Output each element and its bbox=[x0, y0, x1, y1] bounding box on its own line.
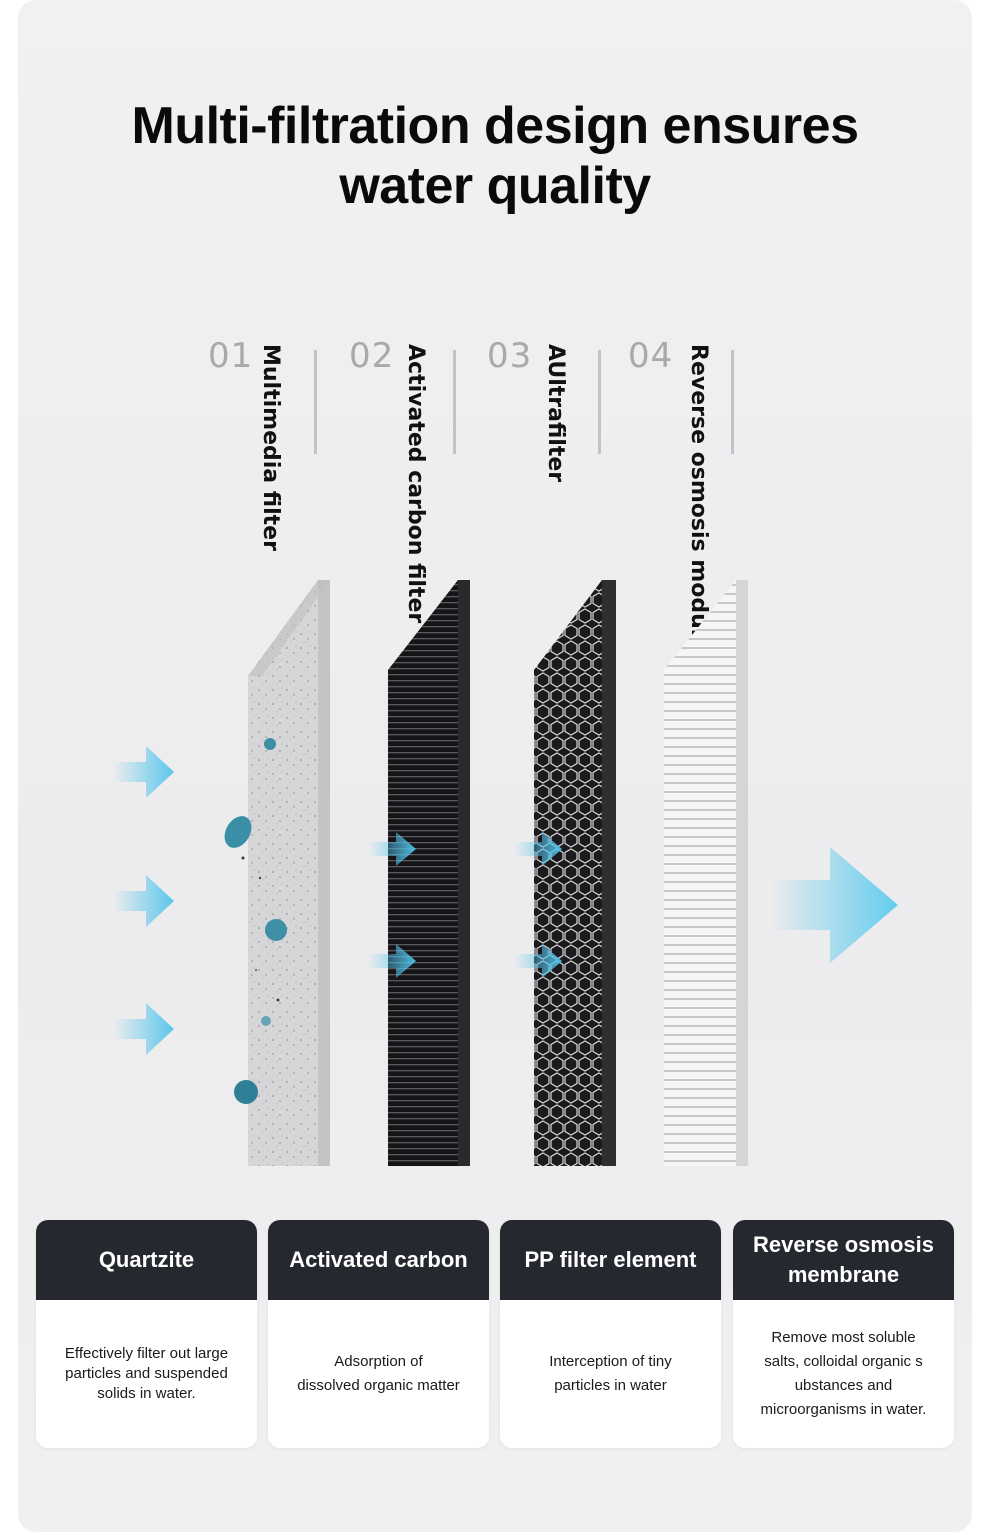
card-desc-line: particles and suspended bbox=[65, 1365, 228, 1382]
headline-line-1: Multi-filtration design ensures bbox=[131, 97, 860, 155]
ultrafilter-layer bbox=[534, 580, 616, 1166]
activated-carbon-layer bbox=[388, 580, 470, 1166]
card-quartzite: Quartzite Effectively filter out large p… bbox=[36, 1220, 257, 1448]
flow-arrows-ultrafilter bbox=[514, 832, 562, 978]
card-title: PP filter element bbox=[500, 1220, 721, 1300]
layer-number-04: 04 bbox=[628, 336, 674, 376]
card-description: Interception of tiny particles in water bbox=[500, 1300, 721, 1448]
card-desc-line: Adsorption of bbox=[334, 1353, 423, 1370]
card-reverse-osmosis: Reverse osmosis membrane Remove most sol… bbox=[733, 1220, 954, 1448]
flow-arrows-carbon bbox=[368, 832, 416, 978]
card-desc-line: solids in water. bbox=[97, 1385, 196, 1402]
layer-divider-02 bbox=[453, 350, 456, 454]
inflow-arrows bbox=[113, 746, 174, 1055]
layer-divider-03 bbox=[598, 350, 601, 454]
card-desc-line: salts, colloidal organic s bbox=[764, 1353, 923, 1370]
filter-layers-illustration bbox=[113, 580, 898, 1166]
layer-number-03: 03 bbox=[487, 336, 533, 376]
card-desc-line: ubstances and bbox=[794, 1377, 893, 1394]
card-desc-line: dissolved organic matter bbox=[297, 1377, 460, 1394]
reverse-osmosis-layer bbox=[664, 580, 748, 1166]
card-title-line: Reverse osmosis bbox=[753, 1232, 934, 1257]
card-desc-line: particles in water bbox=[554, 1377, 667, 1394]
layer-label-reverse-osmosis: Reverse osmosis module bbox=[686, 344, 711, 652]
layer-label-activated-carbon: Activated carbon filter bbox=[403, 344, 428, 624]
card-description: Adsorption of dissolved organic matter bbox=[268, 1300, 489, 1448]
headline-line-2: water quality bbox=[339, 157, 651, 215]
card-desc-line: Remove most soluble bbox=[771, 1329, 916, 1346]
card-activated-carbon: Activated carbon Adsorption of dissolved… bbox=[268, 1220, 489, 1448]
layer-number-02: 02 bbox=[349, 336, 395, 376]
quartzite-layer bbox=[248, 580, 330, 1166]
contaminant-particles bbox=[224, 738, 287, 1104]
page: Multi-filtration design ensures water qu… bbox=[18, 0, 972, 1532]
layer-label-multimedia: Multimedia filter bbox=[258, 344, 283, 551]
filter-cards: Quartzite Effectively filter out large p… bbox=[36, 1220, 956, 1450]
card-title: Activated carbon bbox=[268, 1220, 489, 1300]
card-title: Quartzite bbox=[36, 1220, 257, 1300]
card-desc-line: microorganisms in water. bbox=[760, 1401, 927, 1418]
card-desc-line: Interception of tiny bbox=[549, 1353, 672, 1370]
outflow-arrow bbox=[770, 847, 898, 963]
layer-number-01: 01 bbox=[208, 336, 254, 376]
card-pp-filter: PP filter element Interception of tiny p… bbox=[500, 1220, 721, 1448]
headline: Multi-filtration design ensures water qu… bbox=[18, 96, 972, 216]
card-description: Effectively filter out large particles a… bbox=[36, 1300, 257, 1448]
layer-divider-01 bbox=[314, 350, 317, 454]
layer-label-ultrafilter: AUltrafilter bbox=[543, 344, 568, 483]
card-desc-line: Effectively filter out large bbox=[64, 1345, 229, 1362]
card-title-line: membrane bbox=[787, 1262, 900, 1287]
layer-divider-04 bbox=[731, 350, 734, 454]
card-description: Remove most soluble salts, colloidal org… bbox=[733, 1300, 954, 1448]
card-title: Reverse osmosis membrane bbox=[733, 1220, 954, 1300]
